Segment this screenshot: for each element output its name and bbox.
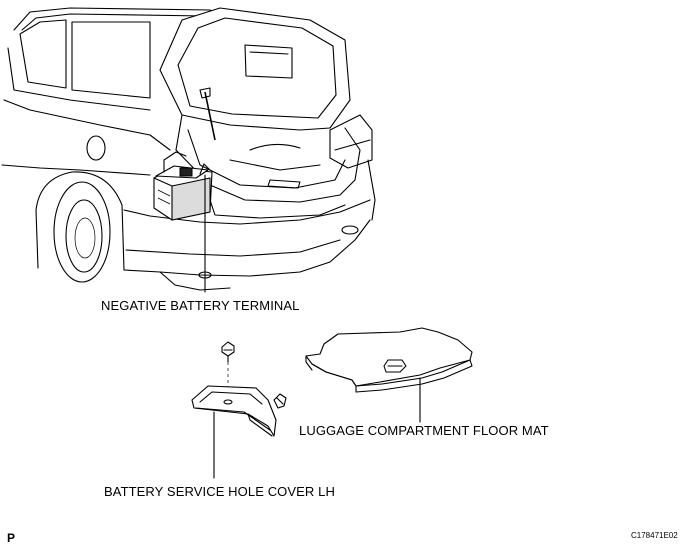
battery [153,151,213,221]
tail-light [329,114,373,169]
figure-code: C178471E02 [631,531,678,540]
rear-tire [53,181,111,283]
luggage-floor-mat-label: LUGGAGE COMPARTMENT FLOOR MAT [299,423,549,438]
floor-mat [305,327,473,423]
rear-quarter-window [71,21,151,99]
battery-service-cover-label: BATTERY SERVICE HOLE COVER LH [104,484,335,499]
rear-door-window [19,19,67,89]
bolt-icon [221,341,235,357]
negative-battery-terminal-label: NEGATIVE BATTERY TERMINAL [101,298,300,313]
car-illustration [1,7,376,293]
exhaust-pipe [341,225,359,235]
service-cover-assembly [191,341,287,479]
fuel-lid [86,135,106,161]
battery-terminal-cover [179,167,193,177]
trunk-lid [159,7,351,131]
corner-mark: P [7,531,16,545]
